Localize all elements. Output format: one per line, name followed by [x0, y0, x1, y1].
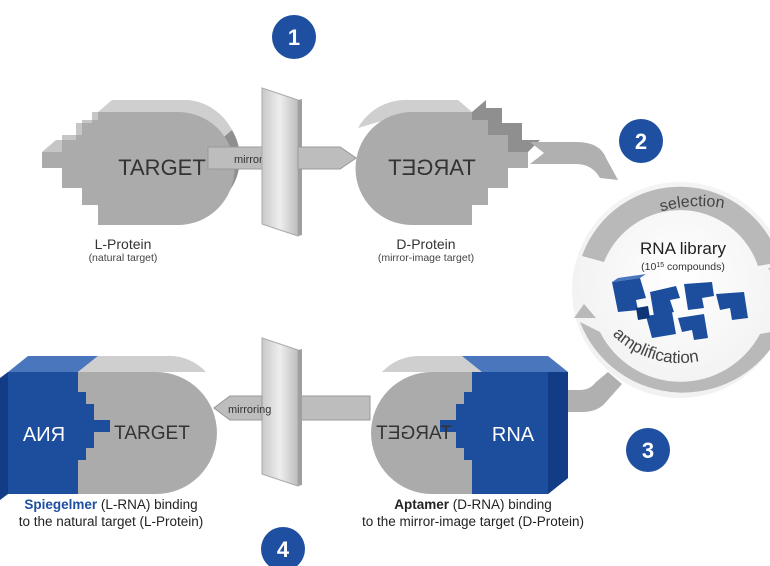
spiegelmer-paren: ( — [97, 497, 106, 512]
spiegelmer-line2-start: to the natural target ( — [18, 514, 145, 529]
step-2-badge: 2 — [619, 119, 663, 163]
l-protein-title: -Protein — [102, 236, 152, 252]
l-prefix: L — [94, 236, 103, 252]
top-mirroring-arrow-front — [297, 146, 357, 170]
aptamer-paren: ( — [448, 497, 458, 512]
selection-cycle: selection amplification RNA library (101… — [572, 182, 770, 398]
aptamer-d-prefix: D — [457, 497, 467, 512]
spiegelmer-shape: RNA TARGET — [0, 355, 217, 500]
top-mirror-glass — [261, 87, 302, 237]
d-prefix: D — [396, 236, 407, 252]
bottom-mirroring-label: mirroring — [228, 404, 271, 416]
to-selection-arrow — [530, 142, 618, 180]
step-4-badge: 4 — [261, 527, 305, 566]
aptamer-rna-label: RNA — [492, 424, 535, 446]
l-protein-subtitle: (natural target) — [88, 252, 158, 264]
spiegelmer-l-prefix: L — [105, 497, 113, 512]
rna-library-title: RNA library — [640, 239, 726, 258]
step-2-number: 2 — [635, 129, 647, 154]
step-4-number: 4 — [277, 537, 290, 562]
l-protein-shape: TARGET — [42, 100, 240, 225]
rna-library-pieces — [612, 274, 748, 340]
spiegelmer-rna-label: RNA — [22, 424, 65, 446]
spiegelmer-target-label: TARGET — [114, 423, 190, 444]
d-protein-title: -Protein — [406, 236, 456, 252]
bottom-mirroring-arrow-front — [213, 395, 263, 421]
d-protein-target-label: TARGET — [388, 155, 476, 180]
aptamer-caption: Aptamer (D-RNA) binding to the mirror-im… — [352, 496, 594, 530]
step-3-number: 3 — [642, 438, 654, 463]
bottom-mirror-glass — [261, 337, 302, 487]
aptamer-target-label: TARGET — [376, 423, 452, 444]
spiegelmer-line2-prefix: L — [144, 514, 152, 529]
spiegelmer-rest: -RNA) binding — [112, 497, 198, 512]
aptamer-name: Aptamer — [394, 497, 449, 512]
spiegelmer-name: Spiegelmer — [24, 497, 98, 512]
aptamer-shape: TARGET RNA — [371, 355, 568, 494]
l-protein-target-label: TARGET — [118, 155, 206, 180]
step-3-badge: 3 — [626, 428, 670, 472]
step-1-badge: 1 — [272, 15, 316, 59]
aptamer-line2-end: -Protein) — [532, 514, 585, 529]
d-protein-shape: TARGET — [355, 99, 540, 225]
aptamer-line2-start: to the mirror-image target ( — [361, 514, 523, 529]
selection-label: selection — [658, 193, 726, 215]
aptamer-line2-prefix: D — [522, 514, 533, 529]
step-1-number: 1 — [288, 25, 300, 50]
rna-library-count: (1015 compounds) — [641, 261, 725, 273]
spiegelmer-caption: Spiegelmer (L-RNA) binding to the natura… — [6, 496, 216, 530]
l-protein-caption: L-Protein (natural target) — [68, 236, 178, 264]
aptamer-rest: -RNA) binding — [466, 497, 552, 512]
spiegelmer-line2-end: -Protein) — [151, 514, 204, 529]
d-protein-caption: D-Protein (mirror-image target) — [356, 236, 496, 264]
d-protein-subtitle: (mirror-image target) — [377, 252, 475, 264]
